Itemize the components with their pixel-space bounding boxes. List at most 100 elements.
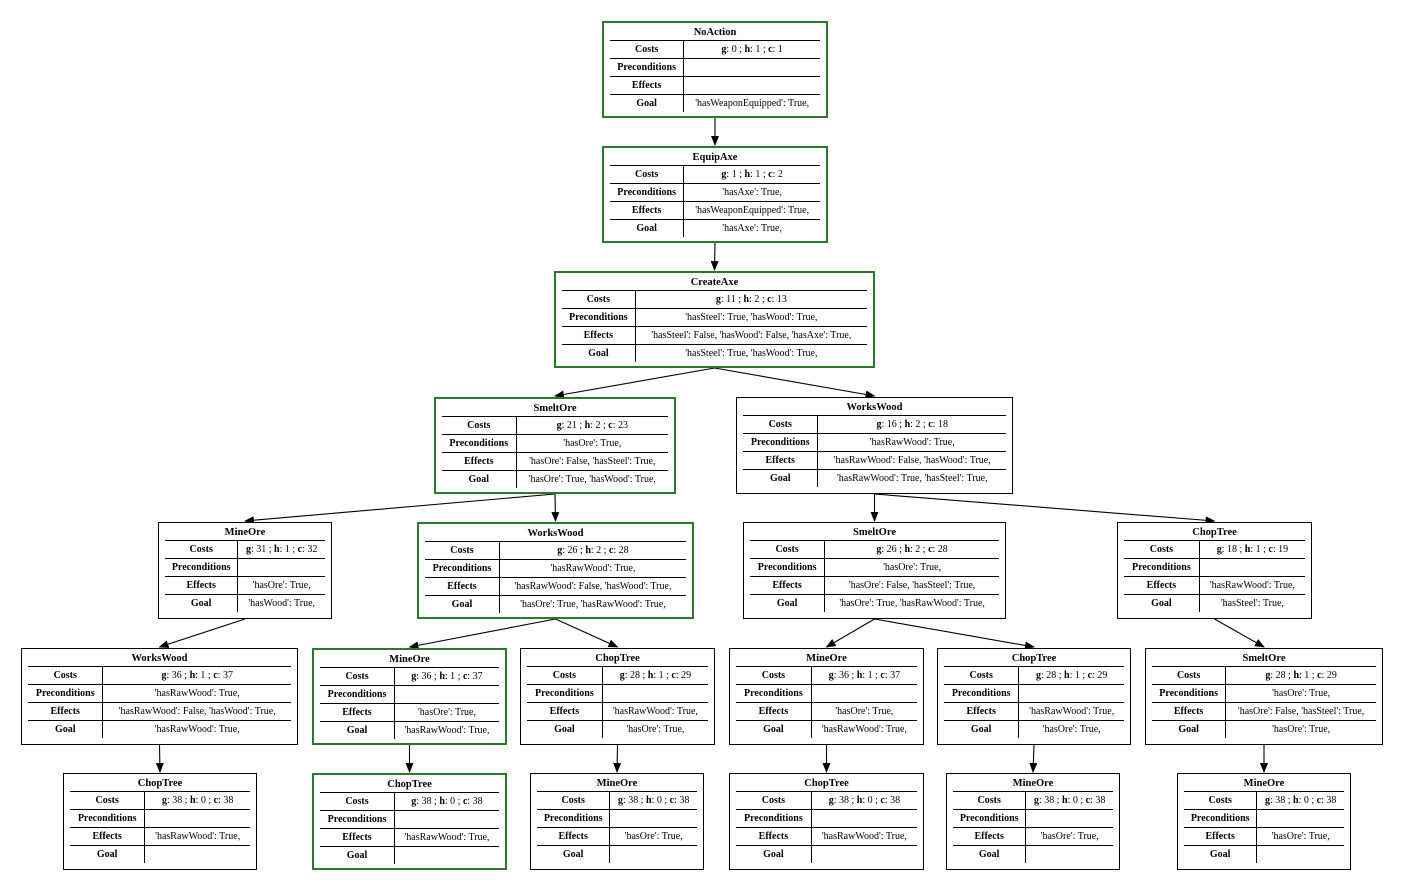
prop-key-preconditions: Preconditions	[320, 685, 395, 704]
title-divider	[537, 791, 697, 792]
prop-value-preconditions: 'hasRawWood': True,	[817, 433, 1006, 452]
prop-value-costs: g: 38 ; h: 0 ; c: 38	[1025, 792, 1113, 810]
action-title: ChopTree	[804, 778, 849, 789]
prop-value-effects: 'hasOre': True,	[1025, 827, 1113, 846]
prop-row-goal: Goal'hasRawWood': True,	[320, 721, 499, 739]
prop-row-effects: Effects'hasOre': False, 'hasSteel': True…	[750, 576, 999, 595]
prop-key-goal: Goal	[442, 470, 517, 488]
prop-value-goal: 'hasRawWood': True,	[821, 724, 907, 735]
prop-row-preconditions: Preconditions	[736, 684, 917, 703]
action-title: WorksWood	[527, 528, 584, 539]
prop-key-effects: Effects	[425, 577, 500, 596]
prop-key-preconditions: Preconditions	[953, 809, 1027, 828]
prop-row-preconditions: Preconditions	[1184, 809, 1344, 828]
title-divider	[736, 666, 917, 667]
edge-n13-n19	[1029, 744, 1038, 773]
prop-key-costs: Costs	[736, 792, 812, 810]
prop-key-preconditions: Preconditions	[944, 684, 1020, 703]
prop-key-preconditions: Preconditions	[1184, 809, 1258, 828]
cost-values: g: 28 ; h: 1 ; c: 29	[619, 670, 692, 681]
prop-row-goal: Goal'hasSteel': True,	[1124, 594, 1305, 612]
prop-key-goal: Goal	[953, 845, 1027, 863]
prop-key-preconditions: Preconditions	[1124, 558, 1200, 577]
title-divider	[320, 792, 499, 793]
cost-values: g: 36 ; h: 1 ; c: 37	[161, 670, 233, 681]
prop-value-costs: g: 0 ; h: 1 ; c: 1	[683, 41, 820, 59]
cost-values: g: 21 ; h: 2 ; c: 23	[556, 420, 628, 431]
action-title: SmeltOre	[533, 403, 577, 414]
edge-n2-n3	[554, 367, 715, 399]
prop-row-goal: Goal'hasOre': True,	[944, 720, 1124, 738]
prop-value-goal	[811, 846, 917, 864]
prop-key-effects: Effects	[1184, 827, 1258, 846]
action-title: SmeltOre	[1242, 653, 1286, 664]
cost-values: g: 0 ; h: 1 ; c: 1	[721, 44, 783, 55]
prop-value-effects: 'hasOre': True,	[394, 703, 499, 722]
prop-value-goal: 'hasAxe': True,	[722, 223, 782, 234]
prop-row-goal: Goal'hasOre': True, 'hasRawWood': True,	[750, 594, 999, 612]
cost-values: g: 28 ; h: 1 ; c: 29	[1265, 670, 1337, 681]
prop-key-costs: Costs	[320, 793, 395, 811]
prop-key-costs: Costs	[953, 792, 1027, 810]
prop-value-preconditions: 'hasRawWood': True,	[499, 559, 686, 578]
prop-key-preconditions: Preconditions	[425, 559, 500, 578]
action-title: MineOre	[1012, 778, 1054, 789]
edge-n11-n17	[613, 744, 622, 773]
prop-value-preconditions	[609, 809, 697, 828]
prop-value-preconditions	[144, 809, 250, 828]
prop-row-preconditions: Preconditions'hasAxe': True,	[610, 183, 820, 202]
prop-value-preconditions: 'hasSteel': True, 'hasWood': True,	[635, 308, 867, 327]
prop-key-goal: Goal	[527, 720, 603, 738]
prop-key-effects: Effects	[610, 76, 685, 95]
action-title: MineOre	[596, 778, 638, 789]
prop-row-goal: Goal	[1184, 845, 1344, 863]
action-title: MineOre	[389, 654, 430, 665]
prop-row-preconditions: Preconditions'hasRawWood': True,	[425, 559, 686, 578]
prop-row-preconditions: Preconditions'hasOre': True,	[1152, 684, 1376, 703]
prop-row-effects: Effects'hasOre': False, 'hasSteel': True…	[1152, 702, 1376, 721]
prop-row-preconditions: Preconditions'hasRawWood': True,	[28, 684, 291, 703]
prop-row-effects: Effects'hasOre': True,	[320, 703, 499, 722]
prop-key-effects: Effects	[320, 703, 395, 722]
prop-row-preconditions: Preconditions'hasOre': True,	[442, 434, 668, 453]
title-divider	[1124, 540, 1305, 541]
edge-n6-n11	[555, 618, 619, 648]
prop-row-preconditions: Preconditions	[165, 558, 325, 577]
prop-value-goal: 'hasOre': True, 'hasRawWood': True,	[520, 599, 666, 610]
prop-value-goal: 'hasRawWood': True,	[154, 724, 240, 735]
prop-row-preconditions: Preconditions	[527, 684, 708, 703]
prop-key-goal: Goal	[1124, 594, 1200, 612]
prop-key-costs: Costs	[610, 41, 685, 59]
edge-n2-n4	[714, 367, 876, 399]
prop-key-goal: Goal	[537, 845, 611, 863]
prop-value-goal: 'hasOre': True,	[1042, 724, 1101, 735]
prop-row-goal: Goal	[736, 845, 917, 864]
prop-value-preconditions	[394, 685, 499, 704]
prop-row-goal: Goal'hasRawWood': True,	[28, 720, 291, 738]
prop-row-effects: Effects'hasRawWood': False, 'hasWood': T…	[425, 577, 686, 596]
prop-value-preconditions	[1018, 684, 1124, 703]
prop-value-costs: g: 28 ; h: 1 ; c: 29	[1018, 667, 1124, 685]
prop-value-costs: g: 11 ; h: 2 ; c: 13	[635, 291, 867, 309]
cost-values: g: 11 ; h: 2 ; c: 13	[715, 294, 787, 305]
prop-row-preconditions: Preconditions	[610, 58, 820, 77]
prop-value-goal: 'hasWeaponEquipped': True,	[695, 98, 810, 109]
cost-values: g: 28 ; h: 1 ; c: 29	[1035, 670, 1108, 681]
prop-value-costs: g: 38 ; h: 0 ; c: 38	[609, 792, 697, 810]
prop-row-goal: Goal'hasOre': True,	[1152, 720, 1376, 738]
cost-values: g: 36 ; h: 1 ; c: 37	[411, 671, 483, 682]
